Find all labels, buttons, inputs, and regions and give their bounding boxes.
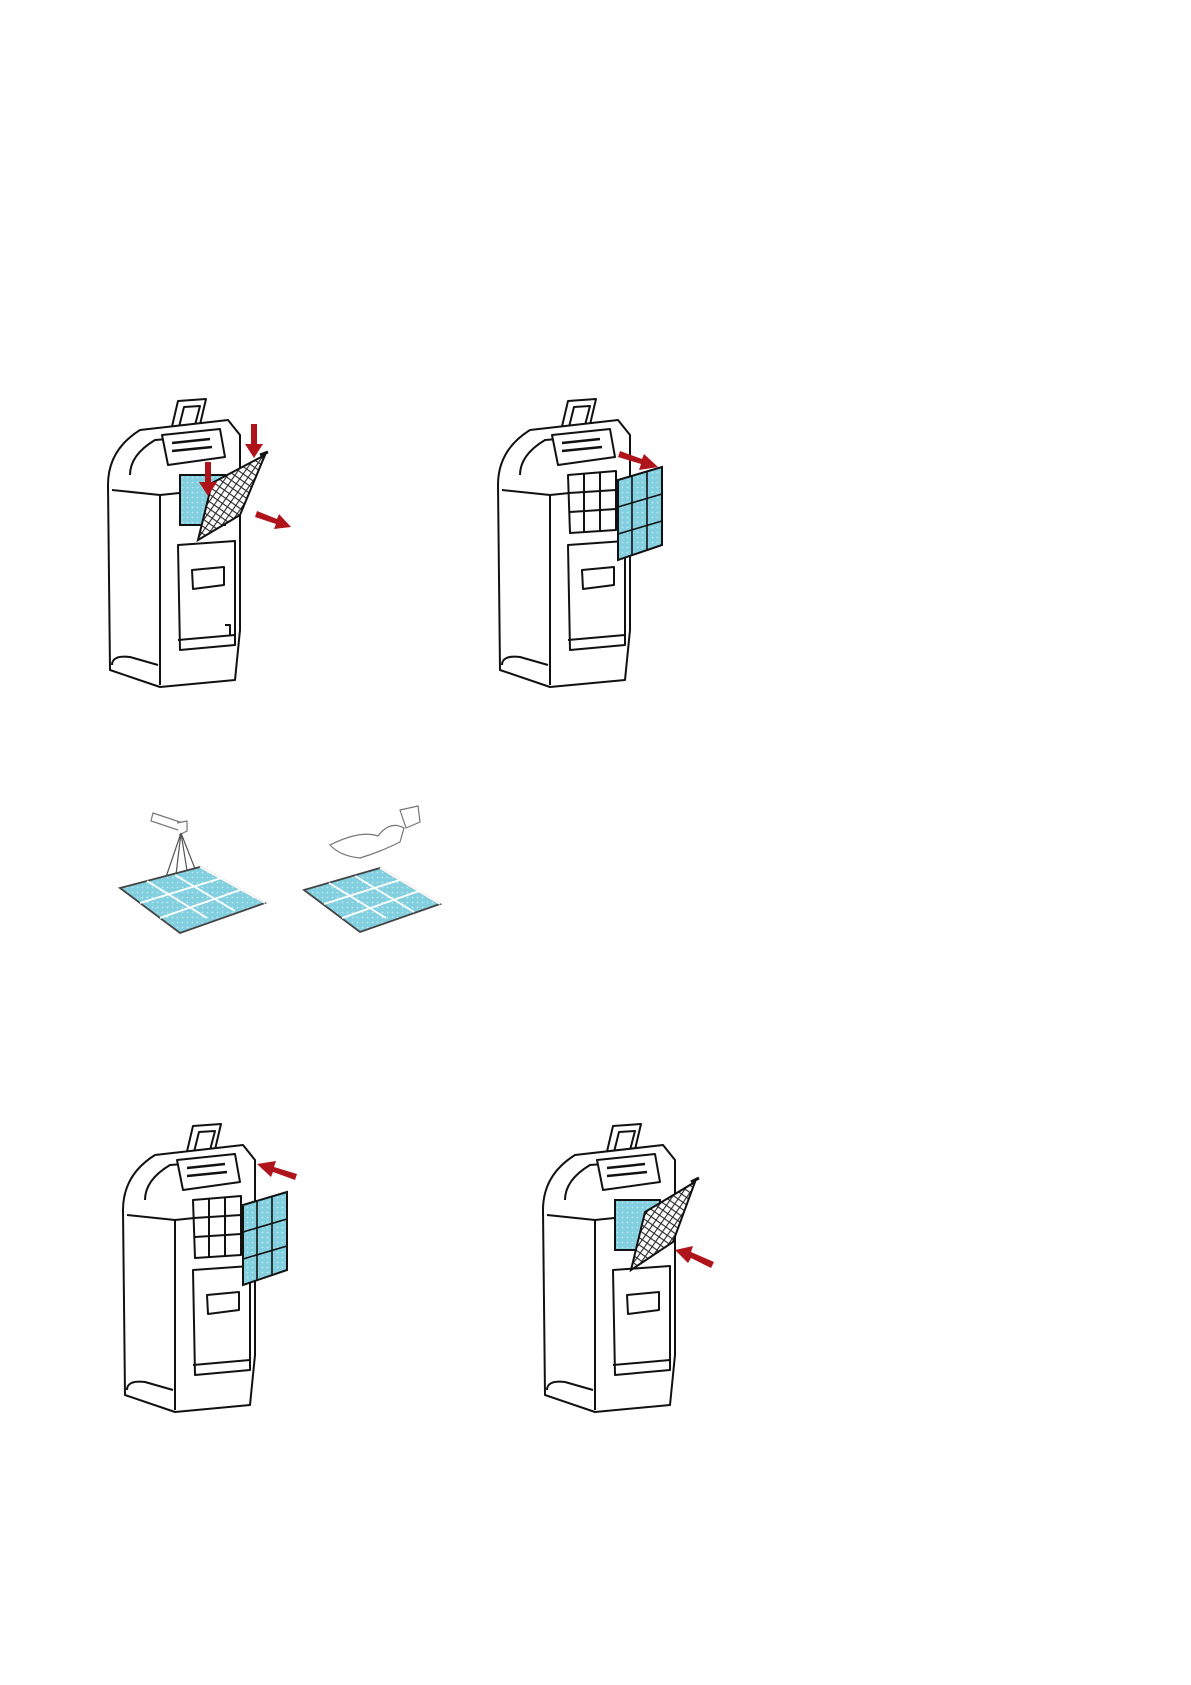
red-arrow-icon <box>671 1240 721 1280</box>
step-remove-grille <box>100 395 310 695</box>
step-close-grille <box>535 1120 745 1420</box>
red-arrow-icon <box>255 1156 305 1196</box>
step-wash-filter-tap <box>115 805 275 940</box>
air-filter-icon <box>304 868 440 932</box>
step-remove-filter <box>490 395 700 695</box>
red-arrow-icon <box>255 503 305 543</box>
air-conditioner-icon <box>490 395 700 695</box>
air-filter-icon <box>120 867 265 933</box>
step-wash-filter-pour <box>300 800 460 940</box>
water-jug-icon <box>330 806 420 858</box>
red-arrow-icon <box>618 445 668 485</box>
step-insert-filter <box>115 1120 325 1420</box>
